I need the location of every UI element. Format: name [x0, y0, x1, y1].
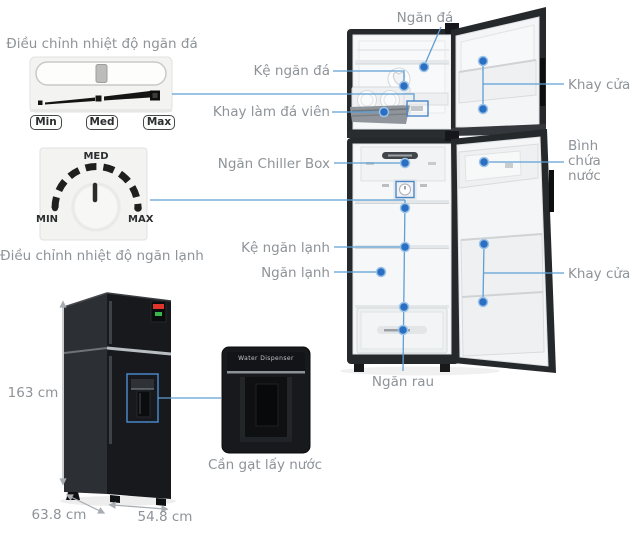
door-bottom-bin [461, 291, 545, 357]
fridge-door-handle-slot [549, 170, 554, 212]
dimension-arrows [59, 300, 169, 514]
callout-binh-chua-nuoc: Bình chứa nước [568, 138, 601, 184]
dot-khay-cua-top-2 [477, 103, 489, 115]
line-ke-ngan-da [333, 70, 405, 83]
dot-ke-ngan-da [398, 80, 410, 92]
dial-med-label: MED [83, 151, 109, 162]
line-center-vertical [402, 199, 406, 372]
freezer-control-title: Điều chỉnh nhiệt độ ngăn đá [6, 36, 198, 52]
fridge-temp-dial-panel [39, 147, 148, 241]
line-freezer-slider [172, 93, 415, 101]
water-dispenser-label: Cần gạt lấy nước [207, 457, 323, 473]
fridge-control-title: Điều chỉnh nhiệt độ ngăn lạnh [0, 248, 204, 264]
dot-khay-lam-da-vien [378, 106, 390, 118]
callout-ngan-rau: Ngăn rau [371, 374, 435, 390]
black-refrigerator-illustration [60, 292, 176, 506]
dot-ngan-chiller-box [399, 157, 411, 169]
depth-dimension-label: 63.8 cm [31, 507, 87, 523]
dot-khay-cua-bottom-2 [477, 296, 489, 308]
callout-khay-lam-da-vien: Khay làm đá viên [212, 104, 330, 120]
callout-ke-ngan-da: Kệ ngăn đá [253, 63, 330, 79]
dot-khay-cua-bottom-1 [478, 238, 490, 250]
freezer-door-open [445, 7, 546, 134]
depth-arrow [65, 494, 106, 514]
freezer-door-handle-slot [540, 58, 545, 106]
water-dispenser-illustration [221, 346, 311, 454]
freezer-temp-slider-panel [29, 56, 173, 113]
callout-dots [375, 55, 490, 336]
front-dispenser [126, 373, 159, 423]
slider-knob [95, 64, 108, 83]
dot-dial-housing [399, 202, 411, 214]
dot-ngan-da [418, 61, 430, 73]
callout-khay-cua-top: Khay cửa [568, 77, 631, 93]
dispenser-paddle [255, 383, 279, 427]
dot-shelf-lower [398, 301, 410, 313]
refrigerator-open-illustration [340, 7, 556, 376]
water-dispenser-panel-text: Water Dispenser [238, 355, 294, 362]
callout-khay-cua-bottom: Khay cửa [568, 266, 631, 282]
line-ngan-da [424, 26, 442, 65]
dial-max-label: MAX [128, 214, 154, 225]
height-dimension-label: 163 cm [7, 385, 59, 401]
callout-ngan-lanh: Ngăn lạnh [261, 265, 330, 281]
width-arrow [108, 501, 169, 513]
door-mid-bin [460, 233, 544, 298]
fridge-dial-highlight-box [395, 180, 415, 199]
callout-lines [150, 26, 564, 399]
callout-ngan-chiller-box: Ngăn Chiller Box [217, 156, 330, 172]
fridge-side-face [64, 293, 107, 494]
dot-ngan-lanh [375, 266, 387, 278]
dot-ke-ngan-lanh [399, 241, 411, 253]
freezer-control-highlight-box [406, 100, 429, 117]
callout-ke-ngan-lanh: Kệ ngăn lạnh [241, 240, 330, 256]
width-dimension-label: 54.8 cm [137, 509, 193, 525]
dial-min-label: MIN [36, 214, 59, 225]
callout-ngan-da: Ngăn đá [396, 10, 454, 26]
line-khay-cua-bottom-v [482, 243, 485, 303]
freezer-max-button: Max [143, 115, 175, 130]
freezer-min-button: Min [30, 115, 62, 130]
dot-binh-chua-nuoc [478, 156, 490, 168]
fridge-door-open [445, 129, 556, 373]
freezer-med-button: Med [86, 115, 118, 130]
dot-khay-cua-top-1 [477, 55, 489, 67]
dot-ngan-rau [397, 324, 409, 336]
